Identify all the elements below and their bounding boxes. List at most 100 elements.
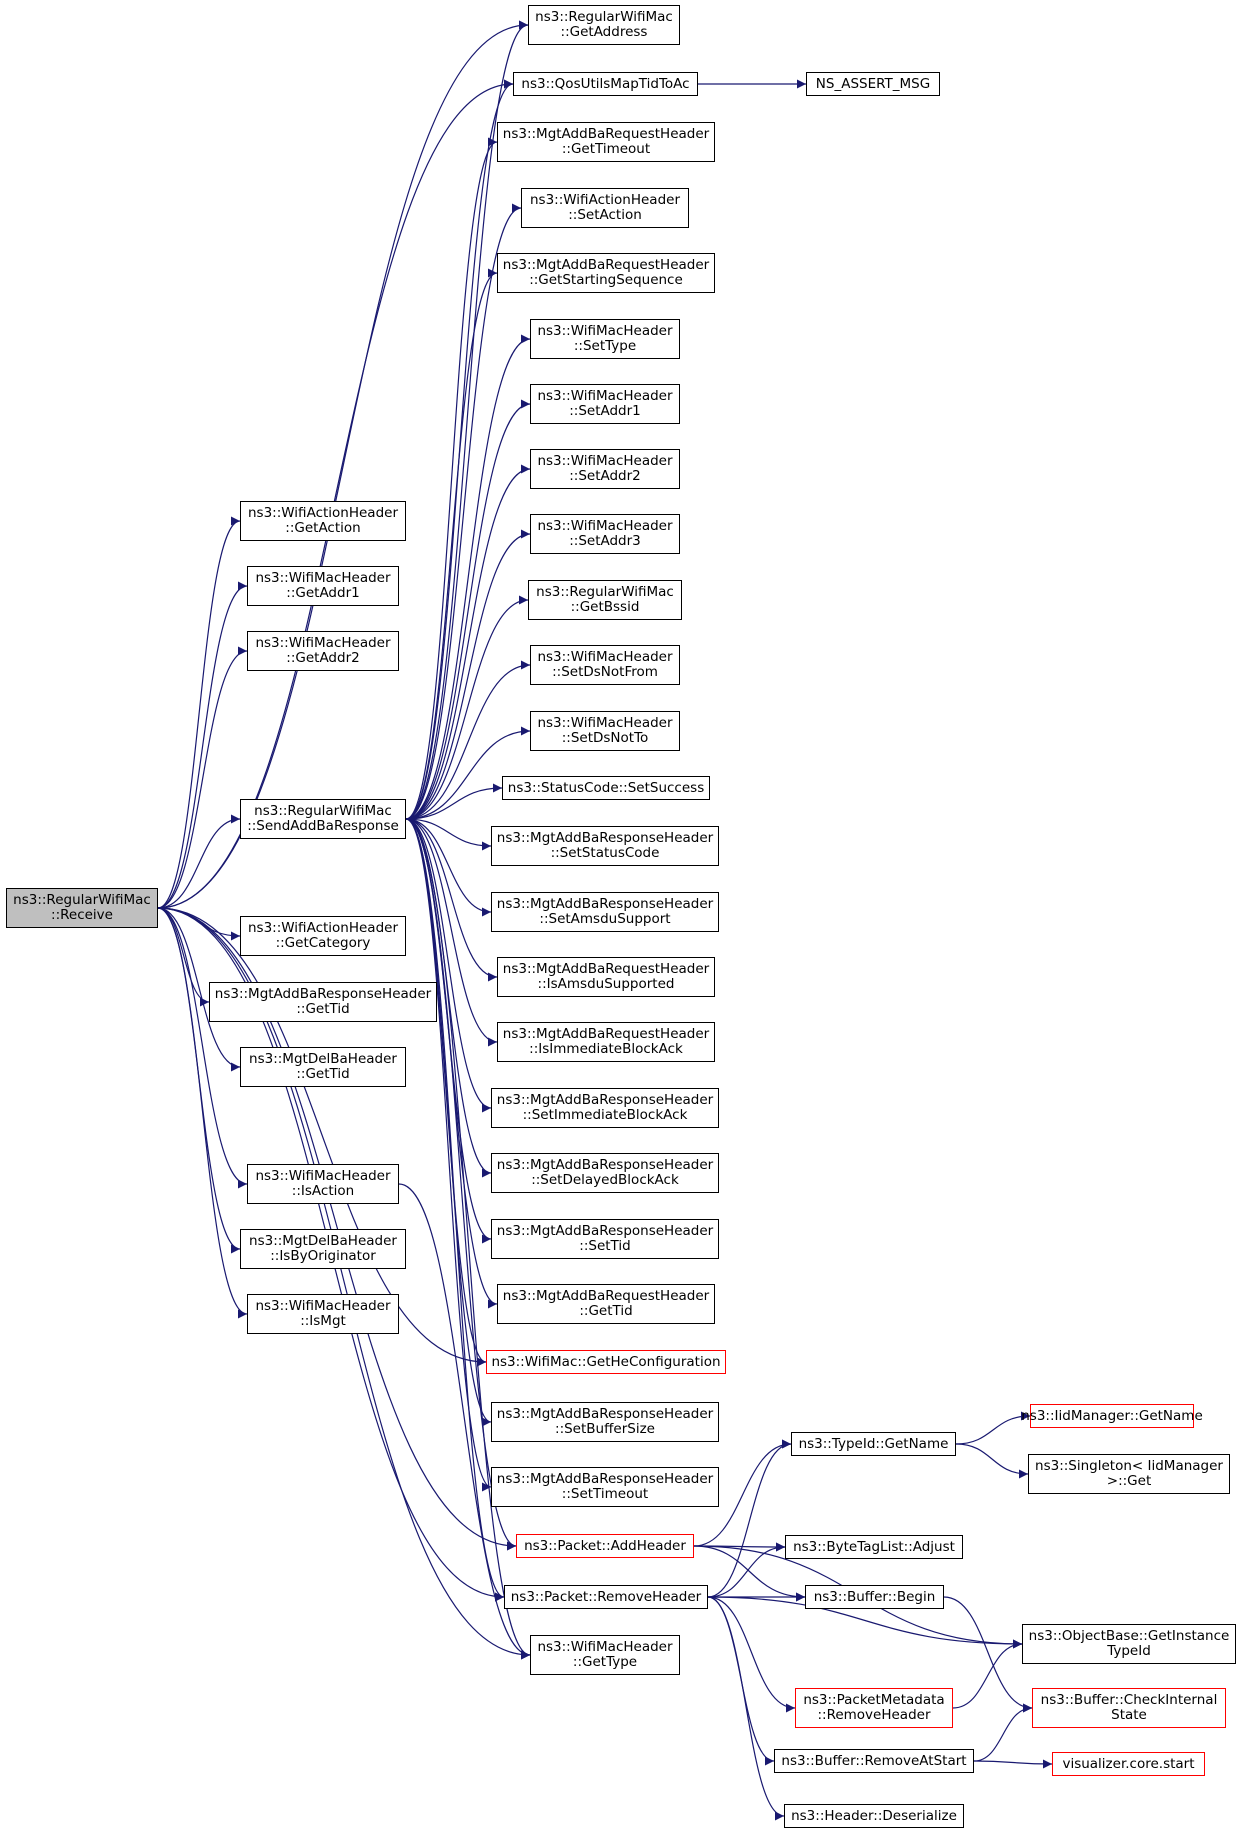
edge-root-to-addHeader: [157, 907, 517, 1551]
node-label-line: ::SetImmediateBlockAck: [522, 1107, 688, 1123]
node-setBufSize[interactable]: ns3::MgtAddBaResponseHeader::SetBufferSi…: [491, 1402, 719, 1442]
node-label-line: ns3::MgtDelBaHeader: [249, 1233, 397, 1249]
node-byteTagAdjust[interactable]: ns3::ByteTagList::Adjust: [785, 1535, 963, 1559]
node-label-line: State: [1111, 1707, 1147, 1723]
edge-sendAddBa-to-setDsNotFrom: [405, 660, 531, 820]
node-label-line: ns3::ByteTagList::Adjust: [793, 1538, 955, 1555]
node-label-line: ns3::MgtAddBaResponseHeader: [496, 1406, 714, 1422]
node-label-line: ns3::WifiMacHeader: [537, 518, 673, 534]
node-label-line: ::GetAddr2: [286, 650, 360, 666]
node-hdrDeserialize[interactable]: ns3::Header::Deserialize: [784, 1804, 964, 1828]
edge-sendAddBa-to-isAmsdu: [405, 818, 498, 982]
edge-removeHeader-to-byteTagAdjust: [707, 1542, 786, 1598]
node-label-line: ns3::Buffer::CheckInternal: [1040, 1692, 1218, 1708]
node-singletonGet[interactable]: ns3::Singleton< IidManager>::Get: [1028, 1454, 1230, 1494]
node-label-line: ns3::MgtAddBaRequestHeader: [502, 126, 710, 142]
node-label-line: ns3::WifiMacHeader: [255, 1168, 391, 1184]
node-getBssid[interactable]: ns3::RegularWifiMac::GetBssid: [528, 580, 682, 620]
node-addHeader[interactable]: ns3::Packet::AddHeader: [516, 1534, 694, 1558]
edge-sendAddBa-to-reqGetStartSeq: [405, 268, 498, 820]
node-reqGetTid[interactable]: ns3::MgtAddBaRequestHeader::GetTid: [497, 1284, 715, 1324]
node-getAddr2[interactable]: ns3::WifiMacHeader::GetAddr2: [247, 631, 399, 671]
node-label-line: ns3::WifiMacHeader: [255, 635, 391, 651]
node-setType[interactable]: ns3::WifiMacHeader::SetType: [530, 319, 680, 359]
node-setAddr2[interactable]: ns3::WifiMacHeader::SetAddr2: [530, 449, 680, 489]
node-label-line: ::SetType: [573, 338, 637, 354]
node-getHeConf[interactable]: ns3::WifiMac::GetHeConfiguration: [486, 1350, 726, 1374]
node-label-line: ns3::WifiMac::GetHeConfiguration: [491, 1353, 721, 1370]
node-label-line: ::Receive: [51, 907, 113, 923]
node-getAddr1[interactable]: ns3::WifiMacHeader::GetAddr1: [247, 566, 399, 606]
node-setAmsdu[interactable]: ns3::MgtAddBaResponseHeader::SetAmsduSup…: [491, 892, 719, 932]
node-label-line: ns3::Packet::RemoveHeader: [510, 1588, 702, 1605]
node-pmRemoveHeader[interactable]: ns3::PacketMetadata::RemoveHeader: [795, 1688, 953, 1728]
node-label-line: ::SetTid: [579, 1238, 631, 1254]
node-label-line: ns3::MgtDelBaHeader: [249, 1051, 397, 1067]
node-setStatusCode[interactable]: ns3::MgtAddBaResponseHeader::SetStatusCo…: [491, 826, 719, 866]
node-label-line: ns3::PacketMetadata: [803, 1692, 945, 1708]
edge-pmRemoveHeader-to-getInstTypeId: [952, 1639, 1023, 1709]
node-bufferBegin[interactable]: ns3::Buffer::Begin: [805, 1585, 944, 1609]
node-isAction[interactable]: ns3::WifiMacHeader::IsAction: [247, 1164, 399, 1204]
node-isAmsdu[interactable]: ns3::MgtAddBaRequestHeader::IsAmsduSuppo…: [497, 957, 715, 997]
edge-root-to-getType: [157, 907, 531, 1660]
node-removeHeader[interactable]: ns3::Packet::RemoveHeader: [504, 1585, 708, 1609]
node-label-line: ns3::MgtAddBaResponseHeader: [496, 1223, 714, 1239]
node-label-line: ::SetTimeout: [561, 1486, 649, 1502]
node-delGetTid[interactable]: ns3::MgtDelBaHeader::GetTid: [240, 1047, 406, 1087]
edge-addHeader-to-bufferBegin: [693, 1545, 806, 1602]
node-label-line: ::SetDsNotTo: [561, 730, 649, 746]
edge-removeAtStart-to-vizStart: [973, 1759, 1053, 1769]
edge-root-to-qosMap: [157, 79, 514, 909]
node-setDsNotTo[interactable]: ns3::WifiMacHeader::SetDsNotTo: [530, 711, 680, 751]
node-label-line: ns3::Header::Deserialize: [791, 1807, 957, 1824]
node-respSetTid[interactable]: ns3::MgtAddBaResponseHeader::SetTid: [491, 1219, 719, 1259]
edge-root-to-getAddr2: [157, 646, 248, 909]
node-label-line: ns3::MgtAddBaRequestHeader: [502, 257, 710, 273]
node-setDsNotFrom[interactable]: ns3::WifiMacHeader::SetDsNotFrom: [530, 645, 680, 685]
node-setAddr3[interactable]: ns3::WifiMacHeader::SetAddr3: [530, 514, 680, 554]
node-label-line: ::GetAddr1: [286, 585, 360, 601]
node-isImmBA[interactable]: ns3::MgtAddBaRequestHeader::IsImmediateB…: [497, 1022, 715, 1062]
node-removeAtStart[interactable]: ns3::Buffer::RemoveAtStart: [774, 1749, 974, 1773]
node-isByOrig[interactable]: ns3::MgtDelBaHeader::IsByOriginator: [240, 1229, 406, 1269]
node-label-line: ns3::MgtAddBaResponseHeader: [496, 1471, 714, 1487]
node-setAddr1[interactable]: ns3::WifiMacHeader::SetAddr1: [530, 384, 680, 424]
node-sendAddBa[interactable]: ns3::RegularWifiMac::SendAddBaResponse: [240, 799, 406, 839]
node-reqGetStartSeq[interactable]: ns3::MgtAddBaRequestHeader::GetStartingS…: [497, 253, 715, 293]
node-typeIdGetName[interactable]: ns3::TypeId::GetName: [791, 1432, 956, 1456]
node-getCategory[interactable]: ns3::WifiActionHeader::GetCategory: [240, 916, 406, 956]
node-label-line: ::GetAddress: [560, 24, 648, 40]
node-label-line: ns3::QosUtilsMapTidToAc: [521, 75, 690, 92]
node-nsAssert[interactable]: NS_ASSERT_MSG: [806, 72, 940, 96]
edge-typeIdGetName-to-iidGetName: [955, 1411, 1031, 1445]
node-label-line: ::IsMgt: [300, 1313, 346, 1329]
node-getType[interactable]: ns3::WifiMacHeader::GetType: [530, 1635, 680, 1675]
edge-root-to-getHeConf: [157, 907, 487, 1367]
node-setImmBA[interactable]: ns3::MgtAddBaResponseHeader::SetImmediat…: [491, 1088, 719, 1128]
node-respSetTimeout[interactable]: ns3::MgtAddBaResponseHeader::SetTimeout: [491, 1467, 719, 1507]
node-iidGetName[interactable]: ns3::IidManager::GetName: [1021, 1404, 1203, 1428]
node-getAddress[interactable]: ns3::RegularWifiMac::GetAddress: [528, 5, 680, 45]
node-reqGetTimeout[interactable]: ns3::MgtAddBaRequestHeader::GetTimeout: [497, 122, 715, 162]
node-vizStart[interactable]: visualizer.core.start: [1052, 1752, 1205, 1776]
node-label-line: ns3::WifiMacHeader: [537, 323, 673, 339]
node-label-line: ns3::MgtAddBaRequestHeader: [502, 1026, 710, 1042]
node-label-line: ::GetAction: [285, 520, 361, 536]
edge-removeHeader-to-hdrDeserialize: [707, 1596, 785, 1821]
node-setSuccess[interactable]: ns3::StatusCode::SetSuccess: [502, 776, 710, 800]
node-label-line: ns3::MgtAddBaResponseHeader: [496, 830, 714, 846]
node-getAction[interactable]: ns3::WifiActionHeader::GetAction: [240, 501, 406, 541]
node-respGetTid[interactable]: ns3::MgtAddBaResponseHeader::GetTid: [209, 982, 437, 1022]
node-label-line: ::GetStartingSequence: [529, 272, 683, 288]
node-setAction[interactable]: ns3::WifiActionHeader::SetAction: [521, 188, 689, 228]
node-isMgt[interactable]: ns3::WifiMacHeader::IsMgt: [247, 1294, 399, 1334]
node-label-line: ::GetType: [572, 1654, 638, 1670]
edge-sendAddBa-to-respSetTimeout: [405, 818, 492, 1492]
node-label-line: ::GetTid: [579, 1303, 633, 1319]
node-setDelBA[interactable]: ns3::MgtAddBaResponseHeader::SetDelayedB…: [491, 1153, 719, 1193]
node-qosMap[interactable]: ns3::QosUtilsMapTidToAc: [513, 72, 698, 96]
